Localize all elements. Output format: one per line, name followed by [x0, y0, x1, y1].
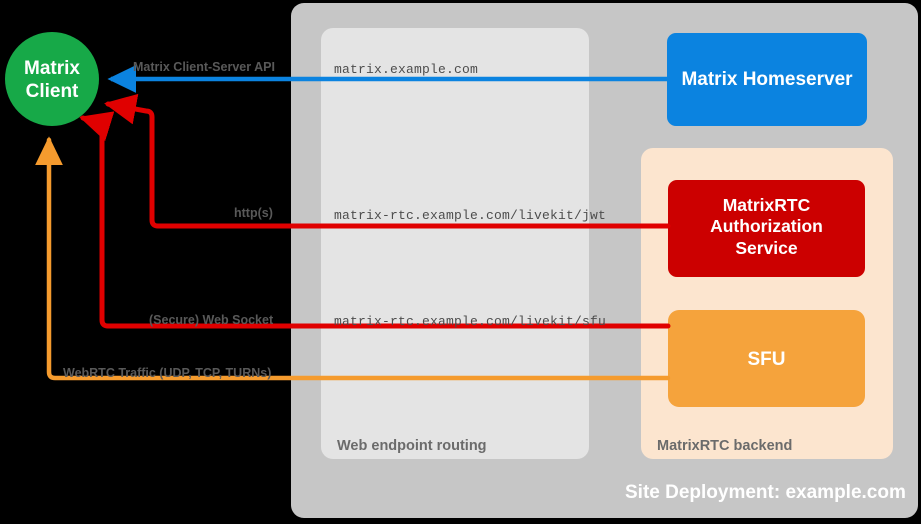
- arrow-secure-web-socket: [79, 111, 671, 329]
- arrow-https-jwt: [104, 93, 671, 229]
- node-sfu[interactable]: [668, 310, 865, 407]
- arrow-webrtc-traffic: [35, 136, 671, 381]
- node-matrix-homeserver[interactable]: [667, 33, 867, 126]
- node-matrixrtc-authorization-service[interactable]: [668, 180, 865, 277]
- node-matrix-client[interactable]: [5, 32, 99, 126]
- panel-web-endpoint-routing: [321, 28, 589, 459]
